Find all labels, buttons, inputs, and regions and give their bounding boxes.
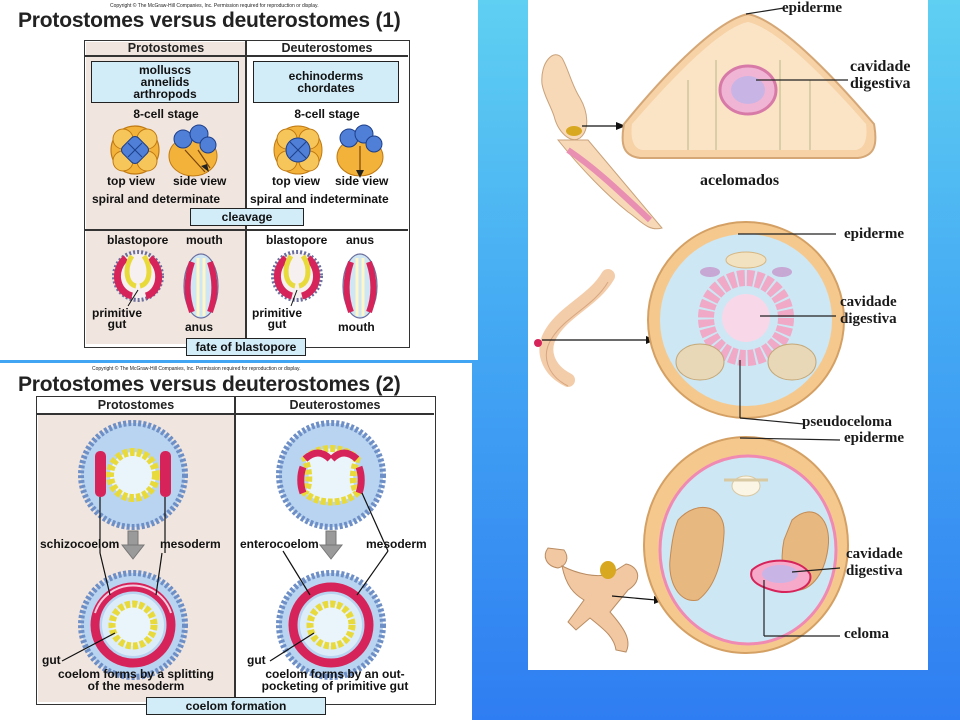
- proto-blastopore-label: blastopore: [107, 233, 169, 247]
- cleavage-illustrations: [110, 124, 384, 319]
- group-molluscs: molluscs: [138, 63, 192, 77]
- runner-illustration: [544, 547, 664, 653]
- proto-mouth-label: mouth: [186, 233, 223, 247]
- deutero-side-view-label: side view: [335, 174, 389, 188]
- proto-embryo-schizocoelom: [78, 570, 188, 680]
- panel-cleavage-blastopore: Copyright © The McGraw-Hill Companies, I…: [0, 0, 478, 360]
- column-header-deuterostomes: Deuterostomes: [289, 398, 381, 412]
- cavidade-line1: cavidade: [850, 58, 911, 75]
- proto-primitive-gut-label: primitive gut: [92, 306, 143, 331]
- column-header-protostomes: Protostomes: [127, 41, 205, 55]
- digestiva-line2: digestiva: [846, 563, 903, 579]
- column-divider: [234, 396, 236, 703]
- deutero-side-view-embryo: [336, 124, 384, 178]
- proto-caption-line2: of the mesoderm: [87, 679, 185, 693]
- cavidade-digestiva-label-2: cavidade digestiva: [840, 294, 897, 328]
- deutero-embryo-enterocoelom: [276, 570, 386, 680]
- celoma-label: celoma: [844, 626, 889, 642]
- deutero-gastrula: [271, 250, 323, 302]
- proto-mouth-anus-embryo: [183, 253, 219, 319]
- cavidade-digestiva-label-1: cavidade digestiva: [850, 58, 910, 92]
- proto-caption-line1: coelom forms by a splitting: [57, 667, 215, 681]
- epiderme-label-1: epiderme: [782, 0, 842, 16]
- blastopore-caption: fate of blastopore: [186, 338, 306, 356]
- epiderme-label-3: epiderme: [844, 430, 904, 446]
- deutero-coelom-caption: coelom forms by an out- pocketing of pri…: [236, 668, 434, 692]
- panel2-title: Protostomes versus deuterostomes (2): [18, 373, 401, 396]
- header-divider: [84, 55, 408, 57]
- section-divider: [84, 229, 408, 231]
- pseudocoelomate-cross-section: [647, 221, 845, 419]
- proto-anus-label: anus: [185, 320, 214, 334]
- protostome-groups-box: molluscs annelids arthropods: [91, 61, 239, 103]
- column-header-deuterostomes: Deuterostomes: [281, 41, 373, 55]
- schizocoelom-label: schizocoelom: [40, 537, 120, 551]
- coelomate-cross-section: [643, 436, 849, 654]
- copyright-note: Copyright © The McGraw-Hill Companies, I…: [110, 3, 319, 9]
- panel-coelom-formation: Copyright © The McGraw-Hill Companies, I…: [0, 363, 472, 720]
- deutero-mouth-label: mouth: [338, 320, 375, 334]
- coelom-formation-caption: coelom formation: [146, 697, 326, 715]
- proto-side-view-label: side view: [173, 174, 227, 188]
- proto-cleavage-type: spiral and determinate: [92, 192, 221, 206]
- column-header-protostomes: Protostomes: [97, 398, 175, 412]
- deutero-blastopore-label: blastopore: [266, 233, 328, 247]
- deutero-caption-line1: coelom forms by an out-: [265, 667, 405, 681]
- proto-embryo-early: [78, 420, 188, 530]
- proto-side-view-embryo: [168, 124, 218, 177]
- acelomados-label: acelomados: [700, 172, 780, 189]
- group-echinoderms: echinoderms: [288, 69, 364, 83]
- deutero-cleavage-type: spiral and indeterminate: [250, 192, 389, 206]
- cavidade-line1: cavidade: [840, 294, 897, 310]
- deuterostome-groups-box: echinoderms chordates: [253, 61, 399, 103]
- deutero-embryo-early: [276, 420, 386, 530]
- primitive-gut-line2: gut: [267, 317, 287, 331]
- deutero-primitive-gut-label: primitive gut: [252, 306, 303, 331]
- group-arthropods: arthropods: [133, 87, 197, 101]
- proto-gut-label: gut: [42, 653, 61, 667]
- deutero-gut-label: gut: [247, 653, 266, 667]
- proto-coelom-caption: coelom forms by a splitting of the mesod…: [38, 668, 234, 692]
- deutero-anus-label: anus: [346, 233, 375, 247]
- epiderme-label-2: epiderme: [844, 226, 904, 242]
- primitive-gut-line1: primitive: [252, 306, 303, 320]
- deutero-stage-label: 8-cell stage: [294, 107, 360, 121]
- panel1-title: Protostomes versus deuterostomes (1): [18, 9, 401, 32]
- coelom-illustrations: [61, 420, 389, 680]
- copyright-note: Copyright © The McGraw-Hill Companies, I…: [92, 366, 301, 372]
- cavidade-line1: cavidade: [846, 546, 903, 562]
- digestiva-line2: digestiva: [850, 75, 911, 92]
- pseudoceloma-label: pseudoceloma: [802, 414, 892, 430]
- label-leader-lines: [738, 7, 848, 637]
- proto-stage-label: 8-cell stage: [133, 107, 199, 121]
- group-chordates: chordates: [297, 81, 355, 95]
- primitive-gut-line2: gut: [107, 317, 127, 331]
- proto-top-view-embryo: [110, 125, 160, 175]
- proto-mesoderm-label: mesoderm: [160, 537, 221, 551]
- cleavage-caption: cleavage: [190, 208, 304, 226]
- body-cavity-illustrations: [534, 7, 877, 654]
- deutero-mesoderm-label: mesoderm: [366, 537, 427, 551]
- roundworm-illustration: [534, 269, 656, 387]
- header-divider: [36, 413, 434, 415]
- deutero-top-view-label: top view: [272, 174, 321, 188]
- panel-body-cavities: epiderme cavidade digestiva acelomados e…: [528, 0, 928, 670]
- column-divider: [245, 40, 247, 346]
- deutero-mouth-anus-embryo: [342, 253, 378, 319]
- primitive-gut-line1: primitive: [92, 306, 143, 320]
- deutero-caption-line2: pocketing of primitive gut: [261, 679, 409, 693]
- acoelomate-cross-section: [621, 12, 877, 159]
- cavidade-digestiva-label-3: cavidade digestiva: [846, 546, 903, 580]
- deutero-top-view-embryo: [273, 125, 323, 175]
- proto-gastrula: [112, 250, 164, 302]
- group-annelids: annelids: [140, 75, 190, 89]
- enterocoelom-label: enterocoelom: [240, 537, 319, 551]
- digestiva-line2: digestiva: [840, 311, 897, 327]
- proto-top-view-label: top view: [107, 174, 156, 188]
- flatworm-illustration: [541, 54, 663, 230]
